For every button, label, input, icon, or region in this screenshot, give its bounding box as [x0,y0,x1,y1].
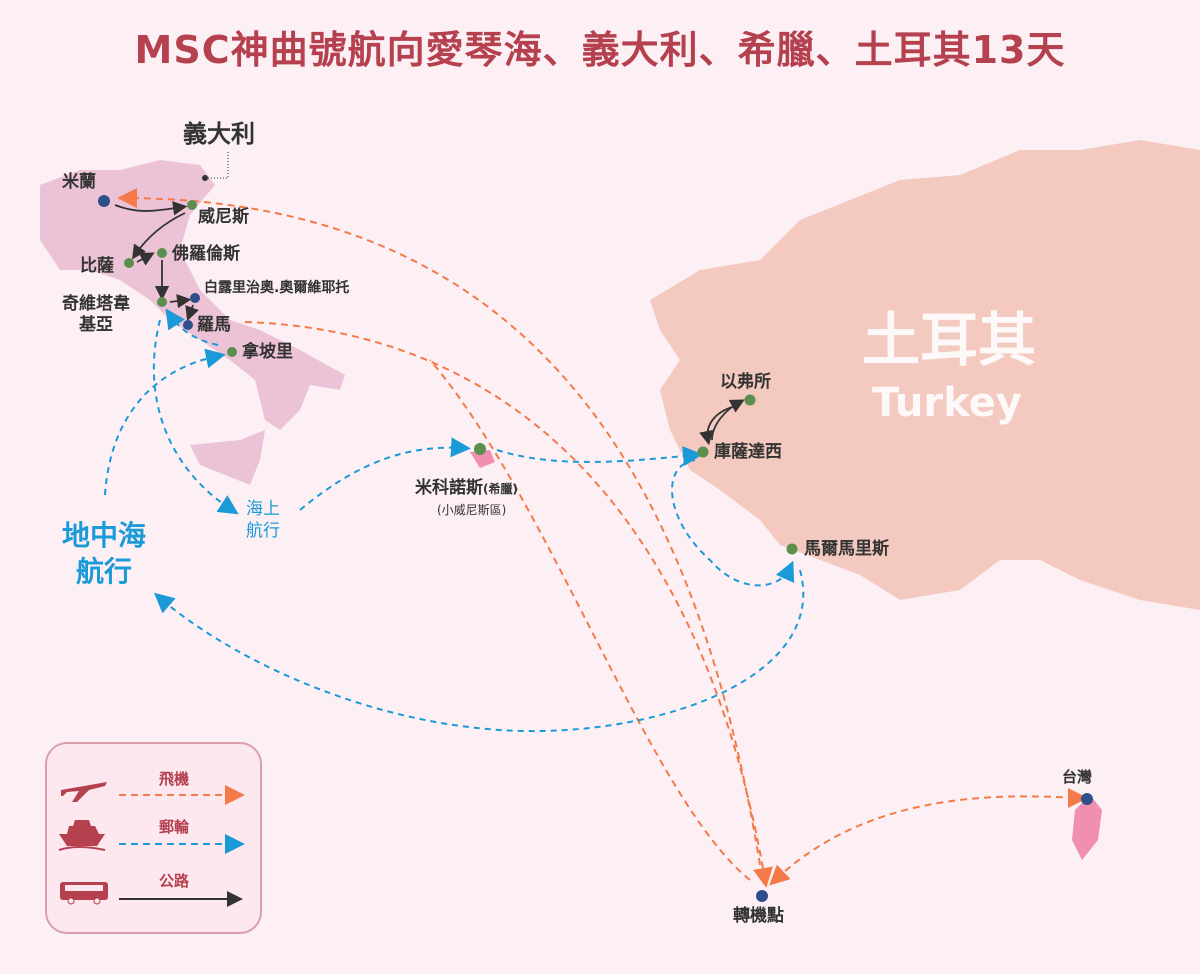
bus-icon [60,882,108,905]
city-ephesus: 以弗所 [720,372,771,392]
label-at-sea: 海上 航行 [246,499,280,542]
city-rome: 羅馬 [197,315,231,335]
ship-icon [58,820,106,851]
legend-flight-label: 飛機 [159,770,190,788]
city-florence: 佛羅倫斯 [172,244,240,264]
region-turkey: 土耳其 [862,306,1037,374]
region-turkey-en: Turkey [872,380,1022,426]
region-italy: 義大利 [183,120,255,148]
turkey-land [650,140,1200,610]
label-med-cruise: 地中海 航行 [62,519,147,589]
mykonos-land [470,450,495,468]
city-mykonos: 米科諾斯(希臘) [415,478,518,498]
legend: 飛機 郵輪 公路 [45,742,262,934]
city-marmaris: 馬爾馬里斯 [804,539,889,559]
city-naples: 拿坡里 [242,342,293,362]
city-civitavecchia: 奇維塔韋 基亞 [62,294,130,336]
page-title: MSC神曲號航向愛琴海、義大利、希臘、土耳其13天 [134,28,1066,72]
city-mykonos-country: (希臘) [483,482,518,496]
city-mykonos-name: 米科諾斯 [415,478,483,498]
city-venice: 威尼斯 [198,207,249,227]
sicily-land [190,430,265,485]
city-mykonos-sub: (小威尼斯區) [437,503,507,517]
legend-cruise-label: 郵輪 [159,818,190,836]
taiwan-land [1072,795,1102,860]
city-milan: 米蘭 [62,172,96,192]
city-taiwan: 台灣 [1062,768,1093,786]
plane-icon [61,782,107,802]
city-pisa: 比薩 [80,256,114,276]
legend-road-label: 公路 [159,872,190,890]
city-transfer: 轉機點 [733,906,784,926]
city-dots [98,175,1093,902]
city-bagnoregio: 白露里治奧.奧爾維耶托 [204,280,350,296]
city-kusadasi: 庫薩達西 [714,442,782,462]
